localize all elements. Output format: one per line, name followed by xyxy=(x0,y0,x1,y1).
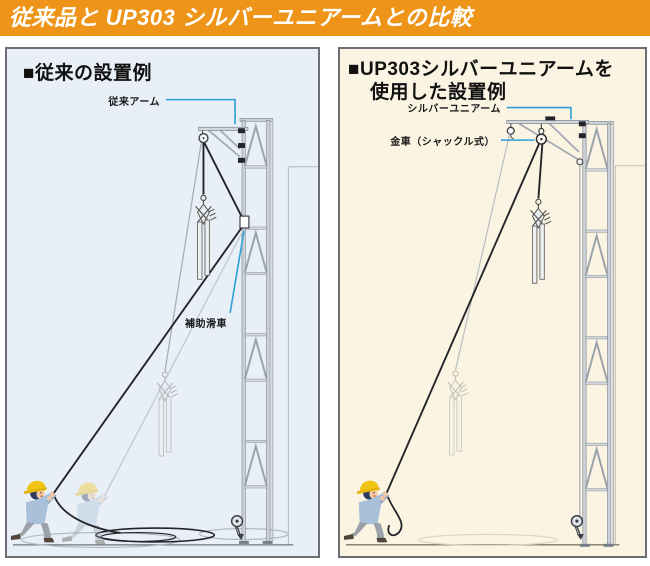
panel-up303-heading-line2: 使用した設置例 xyxy=(370,82,507,103)
scene-up303 xyxy=(343,106,645,548)
leader-conventional-arm xyxy=(165,98,236,125)
rope-coil xyxy=(418,533,558,546)
label-conventional-arm: 従来アーム xyxy=(108,97,160,108)
load-clamp xyxy=(529,198,552,284)
scene-conventional xyxy=(10,98,318,548)
rope-tail xyxy=(52,493,121,534)
label-aux-pulley: 補助滑車 xyxy=(185,319,227,330)
leader-silver-uniarm xyxy=(506,106,572,120)
ghost-rope xyxy=(164,140,203,372)
page-title: 従来品と UP303 シルバーユニアームとの比較 xyxy=(0,0,650,36)
building-outline xyxy=(287,166,318,545)
worker xyxy=(343,480,390,543)
rope-tail xyxy=(385,493,403,537)
label-shackle-pulley: 金車（シャックル式） xyxy=(390,137,495,148)
ghost-rope xyxy=(454,133,511,371)
shackle-pulley-icon xyxy=(535,123,548,145)
worker xyxy=(10,480,57,543)
panel-up303: ■UP303シルバーユニアームを 使用した設置例 シルバーユニアーム 金車（シャ… xyxy=(338,47,647,558)
building-outline xyxy=(614,165,645,545)
arm-pulley-icon xyxy=(198,130,209,144)
hauling-rope xyxy=(385,142,541,494)
leader-aux-pulley xyxy=(229,230,245,313)
panel-up303-heading-line1: ■UP303シルバーユニアームを xyxy=(348,59,614,80)
hoist-rope xyxy=(52,140,247,495)
aux-pulley-icon xyxy=(239,215,250,229)
panel-conventional-heading: ■従来の設置例 xyxy=(23,63,152,84)
panel-conventional: ■従来の設置例 従来アーム 補助滑車 xyxy=(5,47,320,558)
conventional-arm xyxy=(198,126,249,163)
arm-end-pulley-icon xyxy=(506,123,515,140)
ghost-worker-rope xyxy=(104,228,245,496)
ghost-load xyxy=(156,371,179,457)
ghost-load xyxy=(446,370,469,456)
label-silver-uniarm: シルバーユニアーム xyxy=(407,104,501,115)
load-rope xyxy=(537,144,544,199)
silver-uniarm xyxy=(506,116,590,519)
